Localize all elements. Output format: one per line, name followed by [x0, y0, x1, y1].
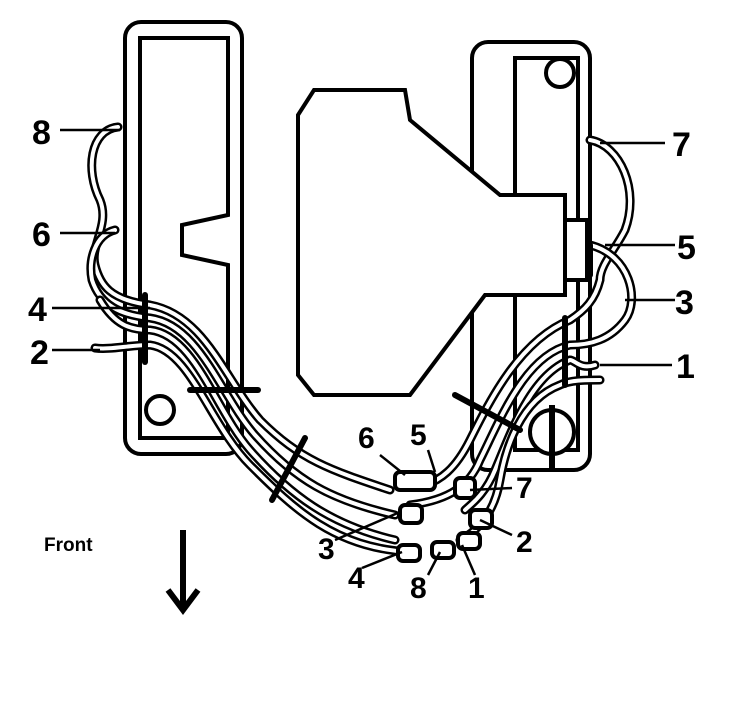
callout-coil-5: 5 — [410, 419, 427, 452]
callout-coil-1: 1 — [468, 572, 485, 605]
callout-coil-6: 6 — [358, 422, 375, 455]
callout-right-5: 5 — [677, 229, 696, 267]
callout-coil-7: 7 — [516, 472, 533, 505]
callout-coil-3: 3 — [318, 533, 335, 566]
callout-right-3: 3 — [675, 284, 694, 322]
coil-terminals — [393, 470, 494, 563]
callout-left-4: 4 — [28, 291, 47, 329]
callout-left-8: 8 — [32, 114, 51, 152]
callout-left-6: 6 — [32, 216, 51, 254]
callout-coil-8: 8 — [410, 572, 427, 605]
leader-lines — [52, 128, 675, 576]
left-wire-bundle — [86, 122, 415, 557]
callout-coil-4: 4 — [348, 562, 365, 595]
callout-left-2: 2 — [30, 334, 49, 372]
callout-right-7: 7 — [672, 126, 691, 164]
callout-right-1: 1 — [676, 348, 695, 386]
front-label: Front — [44, 535, 93, 556]
intake-manifold — [296, 88, 589, 397]
callout-coil-2: 2 — [516, 526, 533, 559]
arrow-down-icon — [165, 530, 201, 615]
